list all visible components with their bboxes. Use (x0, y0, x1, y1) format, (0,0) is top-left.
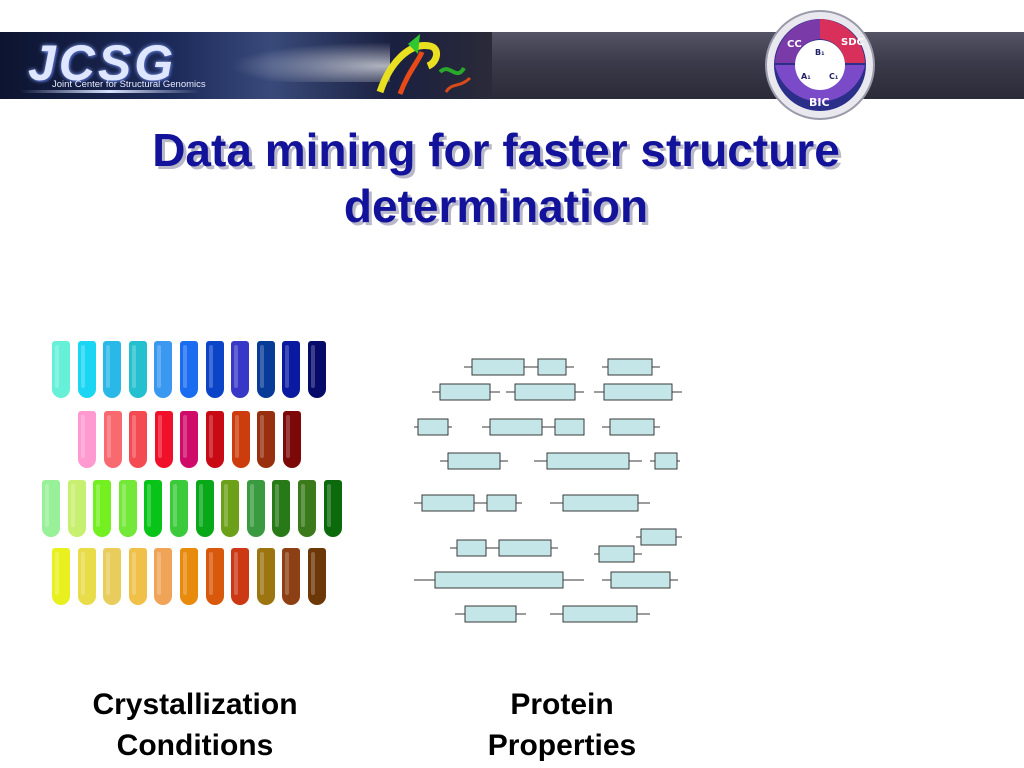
protein-domain-box (464, 605, 517, 623)
protein-domain-box (603, 383, 673, 401)
protein-domain-box (421, 494, 475, 512)
test-tube (77, 548, 96, 605)
test-tube (256, 548, 275, 605)
slide-title-line-1: Data mining for faster structure (152, 124, 840, 176)
test-tube (93, 480, 112, 537)
test-tube (129, 411, 148, 468)
emblem-inner-label: C₁ (829, 72, 839, 81)
protein-domain-box (562, 494, 639, 512)
protein-domain-box (486, 494, 517, 512)
test-tube (67, 480, 86, 537)
test-tube (323, 480, 342, 537)
test-tube (205, 548, 224, 605)
test-tube (103, 411, 122, 468)
protein-properties-diagram (414, 358, 682, 623)
test-tube (170, 480, 188, 537)
caption-protein: Protein Properties (432, 684, 692, 766)
protein-domain-box (434, 571, 564, 589)
protein-domain-box (471, 358, 525, 376)
caption-left-line-2: Conditions (116, 729, 274, 762)
caption-right-line-1: Protein (510, 688, 614, 721)
protein-domain-box (607, 358, 653, 376)
protein-domain-box (537, 358, 567, 376)
protein-domain-box (439, 383, 491, 401)
protein-domain-box (498, 539, 552, 557)
logo: JCSG (28, 35, 177, 91)
emblem-ring-label: CC (787, 39, 802, 50)
test-tube (257, 411, 276, 468)
test-tube (256, 341, 275, 398)
test-tube (78, 411, 96, 468)
test-tube (128, 548, 147, 605)
emblem-ring-label: SDC (841, 37, 864, 48)
protein-domain-box (489, 418, 543, 436)
test-tube (144, 480, 163, 537)
protein-domain-box (654, 452, 678, 470)
test-tube (231, 411, 250, 468)
test-tube (282, 548, 301, 605)
test-tube (128, 341, 147, 398)
protein-domain-box (640, 528, 677, 546)
header-logo-art: JCSG Joint Center for Structural Genomic… (0, 32, 492, 99)
caption-right-line-2: Properties (487, 729, 637, 762)
test-tube (195, 480, 214, 537)
emblem-ring-label: BIC (809, 96, 830, 109)
test-tube (298, 480, 316, 537)
test-tube (42, 480, 60, 537)
protein-domain-box (609, 418, 655, 436)
protein-domain-box (456, 539, 487, 557)
protein-domain-box (554, 418, 585, 436)
emblem-inner-label: B₁ (815, 48, 825, 57)
protein-domain-box (514, 383, 576, 401)
logo-swoosh (20, 90, 200, 93)
protein-ribbon-graphic (376, 34, 472, 95)
test-tube (308, 341, 326, 398)
test-tube (308, 548, 326, 605)
test-tube (103, 548, 122, 605)
test-tube (282, 341, 301, 398)
test-tube (118, 480, 137, 537)
emblem-inner-label: A₁ (801, 72, 811, 81)
test-tube (154, 548, 173, 605)
test-tube (180, 341, 198, 398)
test-tube (272, 480, 291, 537)
test-tube (180, 548, 198, 605)
test-tube (180, 411, 199, 468)
test-tube (282, 411, 301, 468)
slide-title-line-2: determination (343, 180, 649, 232)
protein-domain-box (447, 452, 501, 470)
protein-domain-box (610, 571, 671, 589)
test-tube (231, 548, 250, 605)
test-tube (221, 480, 240, 537)
caption-left-line-1: Crystallization (92, 688, 298, 721)
test-tube (103, 341, 122, 398)
protein-domain-box (546, 452, 630, 470)
center-emblem: CC SDC BIC B₁ A₁ C₁ (765, 10, 875, 120)
test-tube (154, 341, 173, 398)
logo-subtitle: Joint Center for Structural Genomics (52, 79, 206, 90)
test-tube (77, 341, 96, 398)
test-tube (52, 341, 70, 398)
test-tube (205, 341, 224, 398)
protein-domain-box (562, 605, 638, 623)
test-tube (52, 548, 70, 605)
test-tube (154, 411, 173, 468)
test-tube (206, 411, 224, 468)
slide-title: Data mining for faster structure determi… (0, 122, 992, 234)
light-beam-graphic (230, 42, 390, 82)
protein-domain-box (598, 545, 635, 563)
caption-crystallization: Crystallization Conditions (60, 684, 330, 766)
test-tube (246, 480, 265, 537)
test-tube (231, 341, 250, 398)
protein-domain-box (417, 418, 449, 436)
